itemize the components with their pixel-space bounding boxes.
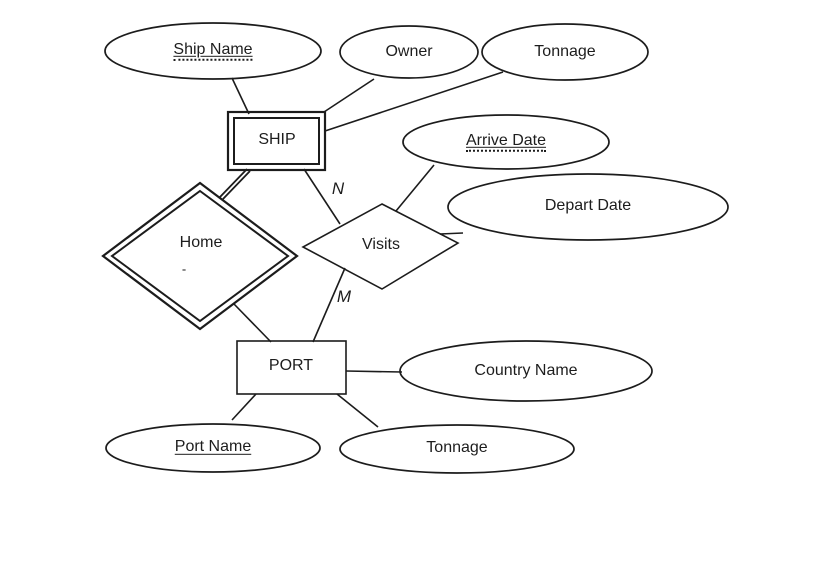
attribute-label-tonnage-port: Tonnage (426, 438, 488, 456)
relationship-diamond-home-inner (110, 189, 290, 323)
attribute-label-depart-date: Depart Date (544, 196, 632, 214)
entity-label-port: PORT (268, 356, 314, 374)
connector-home-port (233, 303, 272, 343)
cardinality-label-m: M (336, 287, 352, 307)
connector-visits-arrivedate (395, 164, 435, 212)
arrive-date-text: Arrive Date (465, 131, 547, 152)
connector-port-tonnage (336, 393, 379, 428)
entity-rect-port (236, 340, 347, 395)
relationship-label-home: Home (179, 233, 223, 251)
attribute-ellipse-arrive-date (402, 114, 610, 170)
connector-owner-ship (323, 78, 375, 113)
attribute-ellipse-tonnage-ship (481, 23, 649, 81)
relationship-diamond-home-outer (101, 181, 299, 331)
port-name-text: Port Name (174, 437, 252, 455)
entity-rect-ship-inner (233, 117, 320, 165)
attribute-label-owner: Owner (385, 42, 433, 60)
attribute-label-arrive-date: Arrive Date (465, 131, 547, 152)
connector-ship-visits (303, 168, 341, 225)
connector-port-portname (231, 393, 257, 421)
relationship-label-visits: Visits (362, 235, 400, 253)
attribute-label-country-name: Country Name (474, 361, 578, 379)
attribute-label-ship-name: Ship Name (173, 40, 253, 61)
attribute-ellipse-owner (339, 25, 479, 79)
connector-tonnage-ship (324, 71, 504, 132)
attribute-label-tonnage-ship: Tonnage (534, 42, 596, 60)
attribute-ellipse-tonnage-port (339, 424, 575, 474)
connector-visits-departdate (439, 232, 464, 235)
relationship-diamond-visits (301, 203, 460, 290)
relationship-home-sub-mark: - (181, 261, 187, 277)
attribute-ellipse-ship-name (104, 22, 322, 80)
connector-visits-port (312, 267, 346, 343)
entity-label-ship: SHIP (258, 130, 296, 148)
attribute-ellipse-country-name (399, 340, 653, 402)
entity-rect-ship-outer (226, 110, 327, 172)
connector-port-countryname (345, 370, 403, 373)
connector-ship-home-double-line-2 (219, 168, 248, 198)
connector-ship-home-double-line-1 (222, 170, 251, 200)
attribute-ellipse-port-name (105, 423, 321, 473)
attribute-label-port-name: Port Name (175, 438, 251, 456)
cardinality-label-n: N (331, 179, 345, 199)
ship-name-text: Ship Name (173, 40, 253, 61)
attribute-ellipse-depart-date (447, 173, 729, 241)
connector-shipname-ship (231, 77, 250, 115)
